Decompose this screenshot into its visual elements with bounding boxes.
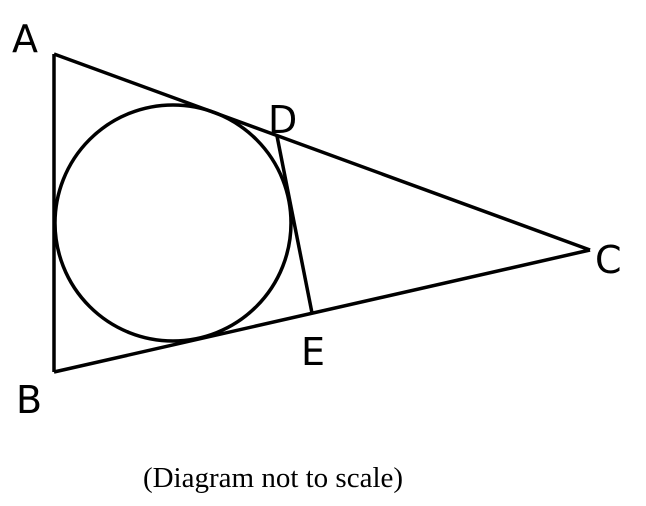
label-d: D (268, 98, 297, 142)
inscribed-circle (53, 103, 293, 343)
label-b: B (16, 378, 42, 422)
label-a: A (12, 17, 38, 61)
segment-de (275, 135, 314, 314)
label-c: C (595, 238, 622, 282)
segment-ac (53, 52, 591, 252)
label-e: E (301, 330, 325, 374)
caption: (Diagram not to scale) (143, 462, 403, 494)
segment-bc (53, 248, 591, 374)
